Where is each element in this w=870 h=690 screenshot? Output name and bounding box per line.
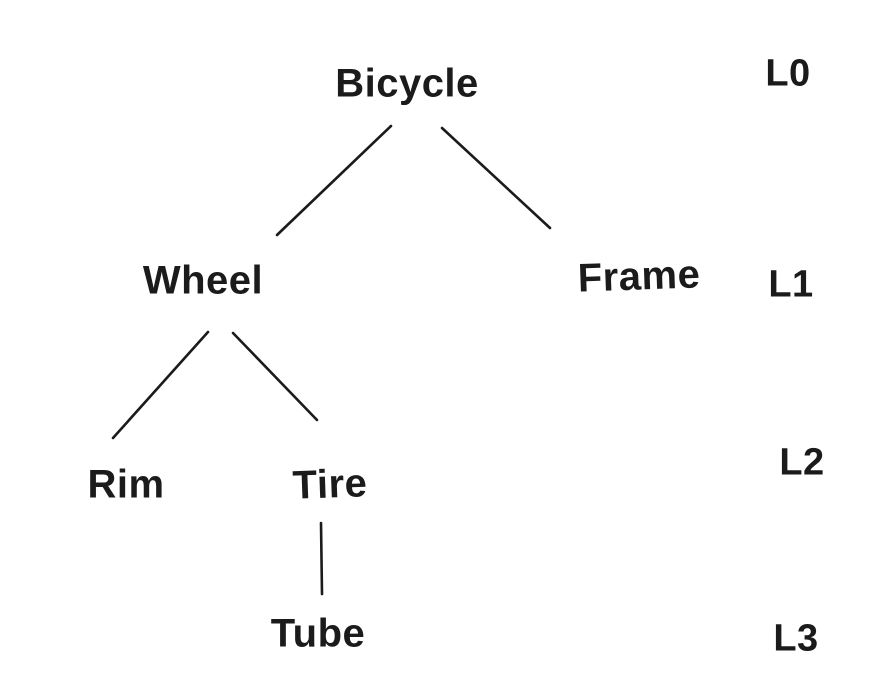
- edge-wheel-tire: [231, 331, 319, 422]
- level-label-l1: L1: [768, 263, 814, 306]
- node-frame: Frame: [576, 252, 701, 301]
- edge-tire-tube: [319, 521, 324, 596]
- node-wheel: Wheel: [142, 258, 264, 303]
- edge-bicycle-frame: [440, 126, 552, 230]
- node-bicycle: Bicycle: [335, 61, 479, 106]
- edge-wheel-rim: [111, 330, 210, 440]
- level-label-l3: L3: [773, 617, 819, 660]
- node-rim: Rim: [87, 462, 165, 507]
- node-tube: Tube: [270, 611, 366, 656]
- node-tire: Tire: [291, 461, 369, 508]
- level-label-l0: L0: [765, 52, 811, 95]
- edge-bicycle-wheel: [275, 124, 393, 237]
- level-label-l2: L2: [779, 441, 825, 484]
